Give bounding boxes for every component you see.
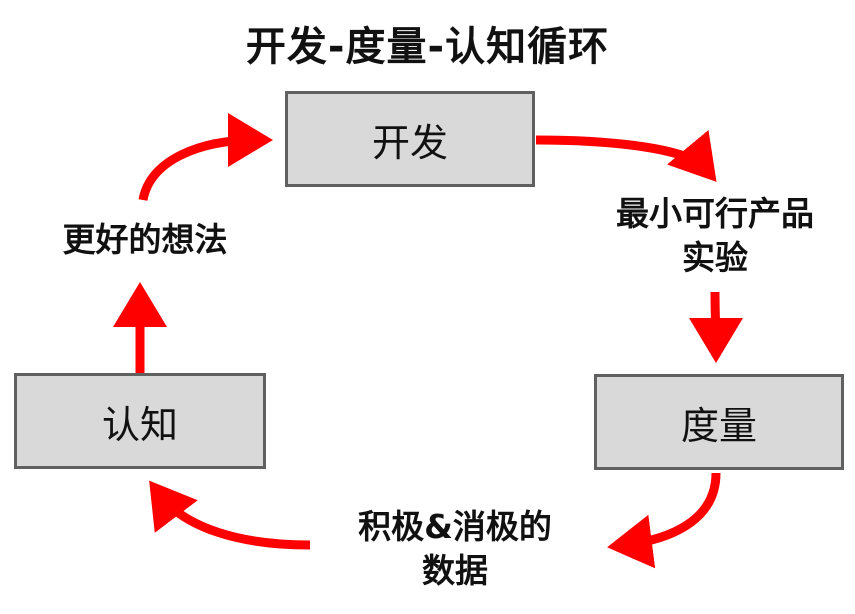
- arrow-measure-to-data: [607, 472, 721, 569]
- node-develop-label: 开发: [371, 120, 448, 165]
- edge-label-better-ideas: 更好的想法: [30, 218, 260, 262]
- node-measure-label: 度量: [680, 403, 757, 448]
- arrow-develop-to-mvp: [535, 129, 717, 182]
- edge-label-mvp-line1: 最小可行产品: [616, 194, 814, 233]
- edge-label-mvp: 最小可行产品 实验: [585, 192, 845, 280]
- edge-label-better-ideas-text: 更好的想法: [62, 220, 228, 259]
- arrow-ideas-to-develop: [138, 113, 273, 202]
- edge-label-mvp-line2: 实验: [682, 238, 748, 277]
- node-measure: 度量: [594, 374, 844, 470]
- node-learn: 认知: [14, 373, 266, 469]
- diagram-title: 开发-度量-认知循环: [245, 24, 610, 70]
- edge-label-data: 积极&消极的 数据: [320, 505, 590, 593]
- node-learn-label: 认知: [101, 402, 178, 447]
- arrow-data-to-learn: [149, 480, 311, 550]
- arrow-mvp-to-measure: [688, 291, 743, 363]
- node-develop: 开发: [285, 91, 535, 187]
- edge-label-data-line2: 数据: [422, 551, 488, 590]
- edge-label-data-line1: 积极&消极的: [358, 507, 552, 546]
